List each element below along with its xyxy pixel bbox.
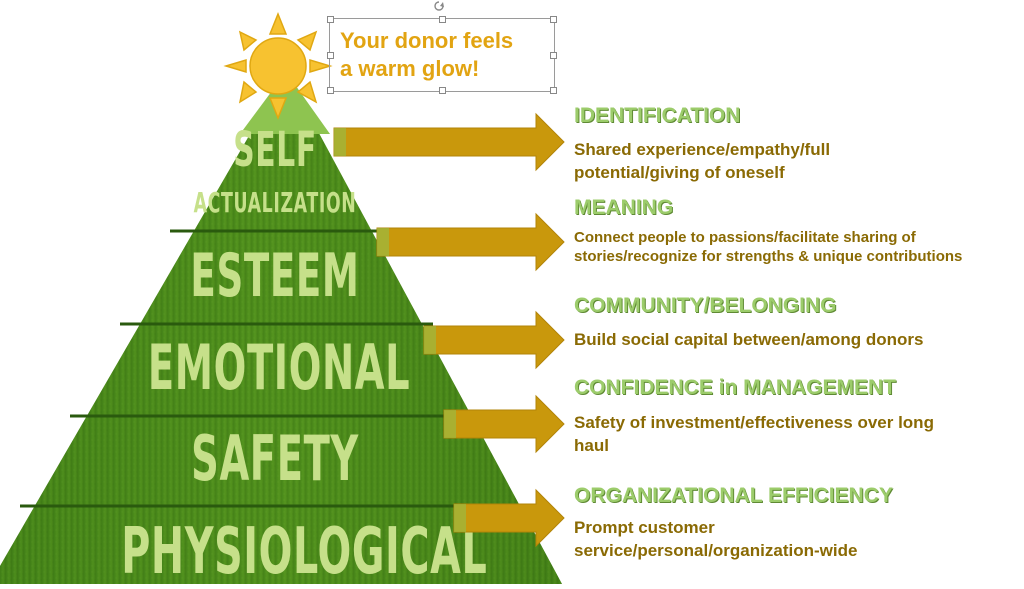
resize-handle[interactable] (439, 87, 446, 94)
sun-icon (223, 11, 333, 121)
layer-label-emotional: EMOTIONAL (147, 331, 411, 404)
rotate-handle-icon[interactable] (432, 0, 446, 14)
arrow-confidence (443, 394, 565, 454)
desc-line: Shared experience/empathy/full (574, 140, 831, 159)
arrow-efficiency (453, 488, 565, 548)
callout-line-2: a warm glow! (340, 56, 480, 81)
arrow-identification (333, 112, 565, 172)
desc-confidence: Safety of investment/effectiveness over … (574, 411, 934, 457)
resize-handle[interactable] (550, 87, 557, 94)
layer-label-safety: SAFETY (191, 422, 359, 495)
desc-meaning: Connect people to passions/facilitate sh… (574, 228, 962, 266)
desc-community: Build social capital between/among donor… (574, 328, 924, 351)
layer-label-esteem: ESTEEM (190, 241, 360, 311)
arrow-meaning (376, 212, 565, 272)
desc-line: Build social capital between/among donor… (574, 330, 924, 349)
pyramid-peak (240, 72, 330, 134)
layer-label-physiological: PHYSIOLOGICAL (121, 515, 488, 589)
desc-line: potential/giving of oneself (574, 163, 785, 182)
resize-handle[interactable] (327, 16, 334, 23)
resize-handle[interactable] (327, 52, 334, 59)
desc-line: stories/recognize for strengths & unique… (574, 248, 963, 265)
heading-confidence: CONFIDENCE in MANAGEMENT (574, 376, 896, 399)
layer-label-self: SELF (233, 122, 317, 178)
desc-line: haul (574, 436, 609, 455)
warm-glow-textbox[interactable]: Your donor feels a warm glow! (327, 16, 557, 94)
desc-efficiency: Prompt customer service/personal/organiz… (574, 516, 857, 562)
resize-handle[interactable] (550, 52, 557, 59)
resize-handle[interactable] (327, 87, 334, 94)
desc-line: Connect people to passions/facilitate sh… (574, 229, 916, 246)
desc-line: Safety of investment/effectiveness over … (574, 413, 934, 432)
heading-community: COMMUNITY/BELONGING (574, 294, 837, 317)
desc-line: Prompt customer (574, 518, 715, 537)
heading-meaning: MEANING (574, 196, 674, 219)
resize-handle[interactable] (550, 16, 557, 23)
arrow-community (423, 310, 565, 370)
heading-identification: IDENTIFICATION (574, 104, 741, 127)
heading-efficiency: ORGANIZATIONAL EFFICIENCY (574, 484, 893, 507)
desc-identification: Shared experience/empathy/full potential… (574, 138, 830, 184)
callout-line-1: Your donor feels (340, 28, 514, 53)
warm-glow-text: Your donor feels a warm glow! (340, 27, 513, 83)
layer-label-actualization: ACTUALIZATION (193, 186, 357, 219)
desc-line: service/personal/organization-wide (574, 541, 858, 560)
resize-handle[interactable] (439, 16, 446, 23)
